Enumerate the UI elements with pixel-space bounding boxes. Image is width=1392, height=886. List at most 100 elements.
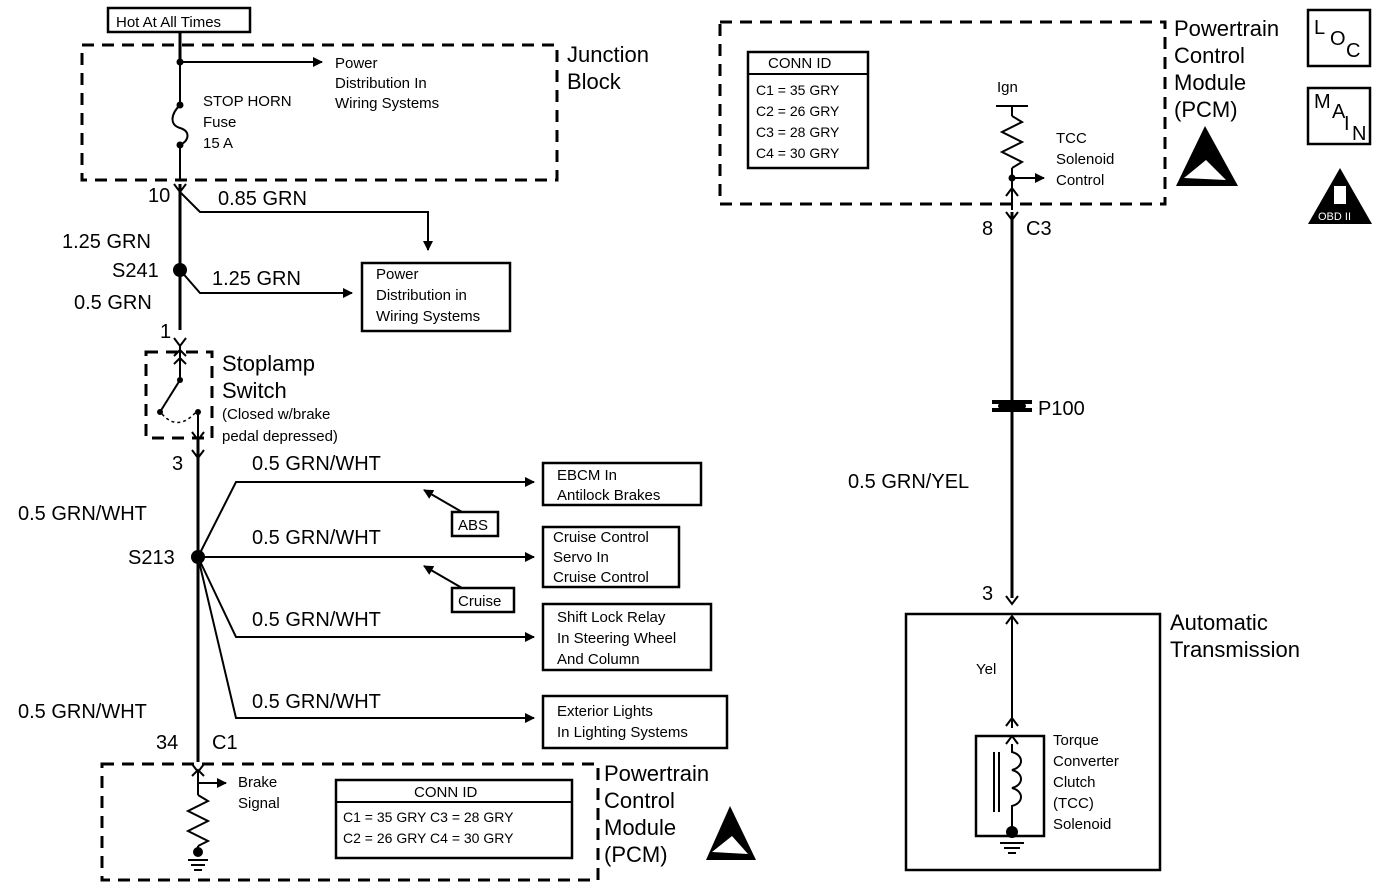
pin-10: 10 — [148, 185, 170, 207]
pin-34: 34 — [156, 732, 178, 754]
resistor-icon — [185, 794, 211, 847]
svg-text:Solenoid: Solenoid — [1056, 151, 1114, 168]
svg-text:C: C — [1346, 40, 1360, 62]
svg-text:EBCM In: EBCM In — [557, 467, 617, 484]
svg-text:Cruise Control: Cruise Control — [553, 529, 649, 546]
svg-text:Hot At All Times: Hot At All Times — [116, 14, 221, 31]
svg-text:Torque: Torque — [1053, 732, 1099, 749]
hot-at-all-times-label: Hot At All Times — [106, 6, 252, 34]
svg-text:TCC: TCC — [1056, 130, 1087, 147]
svg-text:CONN ID: CONN ID — [768, 55, 832, 72]
svg-text:L: L — [1314, 17, 1325, 39]
svg-text:Power: Power — [335, 55, 378, 72]
fuse-icon — [171, 104, 189, 146]
svg-text:Automatic: Automatic — [1170, 610, 1268, 635]
connector-p100 — [992, 400, 1032, 412]
svg-text:O: O — [1330, 28, 1346, 50]
svg-text:15 A: 15 A — [203, 135, 233, 152]
svg-text:(Closed w/brake: (Closed w/brake — [222, 406, 330, 423]
svg-text:S241: S241 — [112, 260, 159, 282]
svg-text:Antilock Brakes: Antilock Brakes — [557, 487, 660, 504]
svg-text:C4 = 30 GRY: C4 = 30 GRY — [756, 145, 840, 161]
esd-warning-icon-top — [1176, 126, 1238, 186]
wire-grnwht-upper: 0.5 GRN/WHT — [18, 503, 147, 525]
shift-lock-relay-box: Shift Lock Relay In Steering Wheel And C… — [541, 602, 713, 672]
svg-text:Signal: Signal — [238, 795, 280, 812]
svg-text:M: M — [1314, 91, 1331, 113]
wire-085-grn: 0.85 GRN — [218, 188, 307, 210]
svg-text:Brake: Brake — [238, 774, 277, 791]
ground-icon — [188, 859, 208, 871]
svg-text:Ign: Ign — [997, 79, 1018, 96]
svg-text:I: I — [1344, 113, 1350, 135]
svg-text:S213: S213 — [128, 547, 175, 569]
svg-text:(PCM): (PCM) — [604, 842, 668, 867]
svg-text:And Column: And Column — [557, 651, 640, 668]
svg-text:Shift Lock Relay: Shift Lock Relay — [557, 609, 666, 626]
connector-c1: C1 — [212, 732, 238, 754]
svg-text:Servo In: Servo In — [553, 549, 609, 566]
svg-text:Block: Block — [567, 69, 622, 94]
obd-ii-icon: OBD II — [1308, 168, 1372, 224]
branch-wire-2: 0.5 GRN/WHT — [252, 527, 381, 549]
svg-text:Control: Control — [604, 788, 675, 813]
stoplamp-switch: Stoplamp Switch (Closed w/brake pedal de… — [144, 346, 338, 445]
svg-text:pedal depressed): pedal depressed) — [222, 428, 338, 445]
svg-text:Powertrain: Powertrain — [1174, 16, 1279, 41]
svg-text:Distribution in: Distribution in — [376, 287, 467, 304]
svg-text:Junction: Junction — [567, 42, 649, 67]
svg-text:C1 = 35 GRY: C1 = 35 GRY — [756, 82, 840, 98]
svg-text:C2 = 26 GRY: C2 = 26 GRY — [756, 103, 840, 119]
wire-grn-yel: 0.5 GRN/YEL — [848, 471, 969, 493]
branch-wire-3: 0.5 GRN/WHT — [252, 609, 381, 631]
svg-text:In Lighting Systems: In Lighting Systems — [557, 724, 688, 741]
svg-text:Converter: Converter — [1053, 753, 1119, 770]
svg-text:Module: Module — [604, 815, 676, 840]
wire-grnwht-lower: 0.5 GRN/WHT — [18, 701, 147, 723]
svg-text:C1 = 35 GRY C3 = 28 GRY: C1 = 35 GRY C3 = 28 GRY — [343, 809, 514, 825]
svg-text:P100: P100 — [1038, 398, 1085, 420]
svg-text:Control: Control — [1056, 172, 1104, 189]
junction-block: Junction Block Power Distribution In Wir… — [80, 42, 649, 182]
svg-text:C2 = 26 GRY C4 = 30 GRY: C2 = 26 GRY C4 = 30 GRY — [343, 830, 514, 846]
svg-text:Wiring Systems: Wiring Systems — [376, 308, 480, 325]
branch-wire-4: 0.5 GRN/WHT — [252, 691, 381, 713]
svg-text:Power: Power — [376, 266, 419, 283]
branch-wire-1: 0.5 GRN/WHT — [252, 453, 381, 475]
wire-125-grn-main: 1.25 GRN — [62, 231, 151, 253]
svg-text:Solenoid: Solenoid — [1053, 816, 1111, 833]
svg-text:Module: Module — [1174, 70, 1246, 95]
svg-text:Clutch: Clutch — [1053, 774, 1096, 791]
svg-text:A: A — [1332, 101, 1346, 123]
svg-text:Stoplamp: Stoplamp — [222, 351, 315, 376]
svg-text:Distribution In: Distribution In — [335, 75, 427, 92]
wire-125-grn-branch: 1.25 GRN — [212, 268, 301, 290]
svg-text:(TCC): (TCC) — [1053, 795, 1094, 812]
solenoid-coil-icon — [993, 744, 1022, 830]
ground-icon-right — [1000, 842, 1024, 854]
svg-text:ABS: ABS — [458, 517, 488, 534]
svg-text:Powertrain: Powertrain — [604, 761, 709, 786]
pin-8: 8 — [982, 218, 993, 240]
automatic-transmission: Automatic Transmission Yel Torque Conver… — [904, 610, 1300, 872]
svg-text:Control: Control — [1174, 43, 1245, 68]
cruise-tag: Cruise — [423, 565, 516, 614]
svg-text:Cruise Control: Cruise Control — [553, 569, 649, 586]
svg-text:Switch: Switch — [222, 378, 287, 403]
svg-text:Fuse: Fuse — [203, 114, 236, 131]
ebcm-box: EBCM In Antilock Brakes — [541, 461, 703, 507]
exterior-lights-box: Exterior Lights In Lighting Systems — [541, 694, 729, 750]
power-distribution-box: Power Distribution in Wiring Systems — [360, 261, 512, 333]
svg-text:CONN ID: CONN ID — [414, 784, 478, 801]
svg-text:Exterior Lights: Exterior Lights — [557, 703, 653, 720]
pin-1: 1 — [160, 321, 171, 343]
svg-text:OBD II: OBD II — [1318, 211, 1351, 223]
pcm-bottom: Brake Signal CONN ID C1 = 35 GRY C3 = 28… — [100, 761, 756, 882]
wire-05-grn: 0.5 GRN — [74, 292, 152, 314]
svg-text:Wiring Systems: Wiring Systems — [335, 95, 439, 112]
main-icon: M A I N — [1306, 86, 1372, 146]
svg-text:STOP HORN: STOP HORN — [203, 93, 292, 110]
resistor-icon-top — [999, 115, 1025, 169]
svg-text:C3 = 28 GRY: C3 = 28 GRY — [756, 124, 840, 140]
